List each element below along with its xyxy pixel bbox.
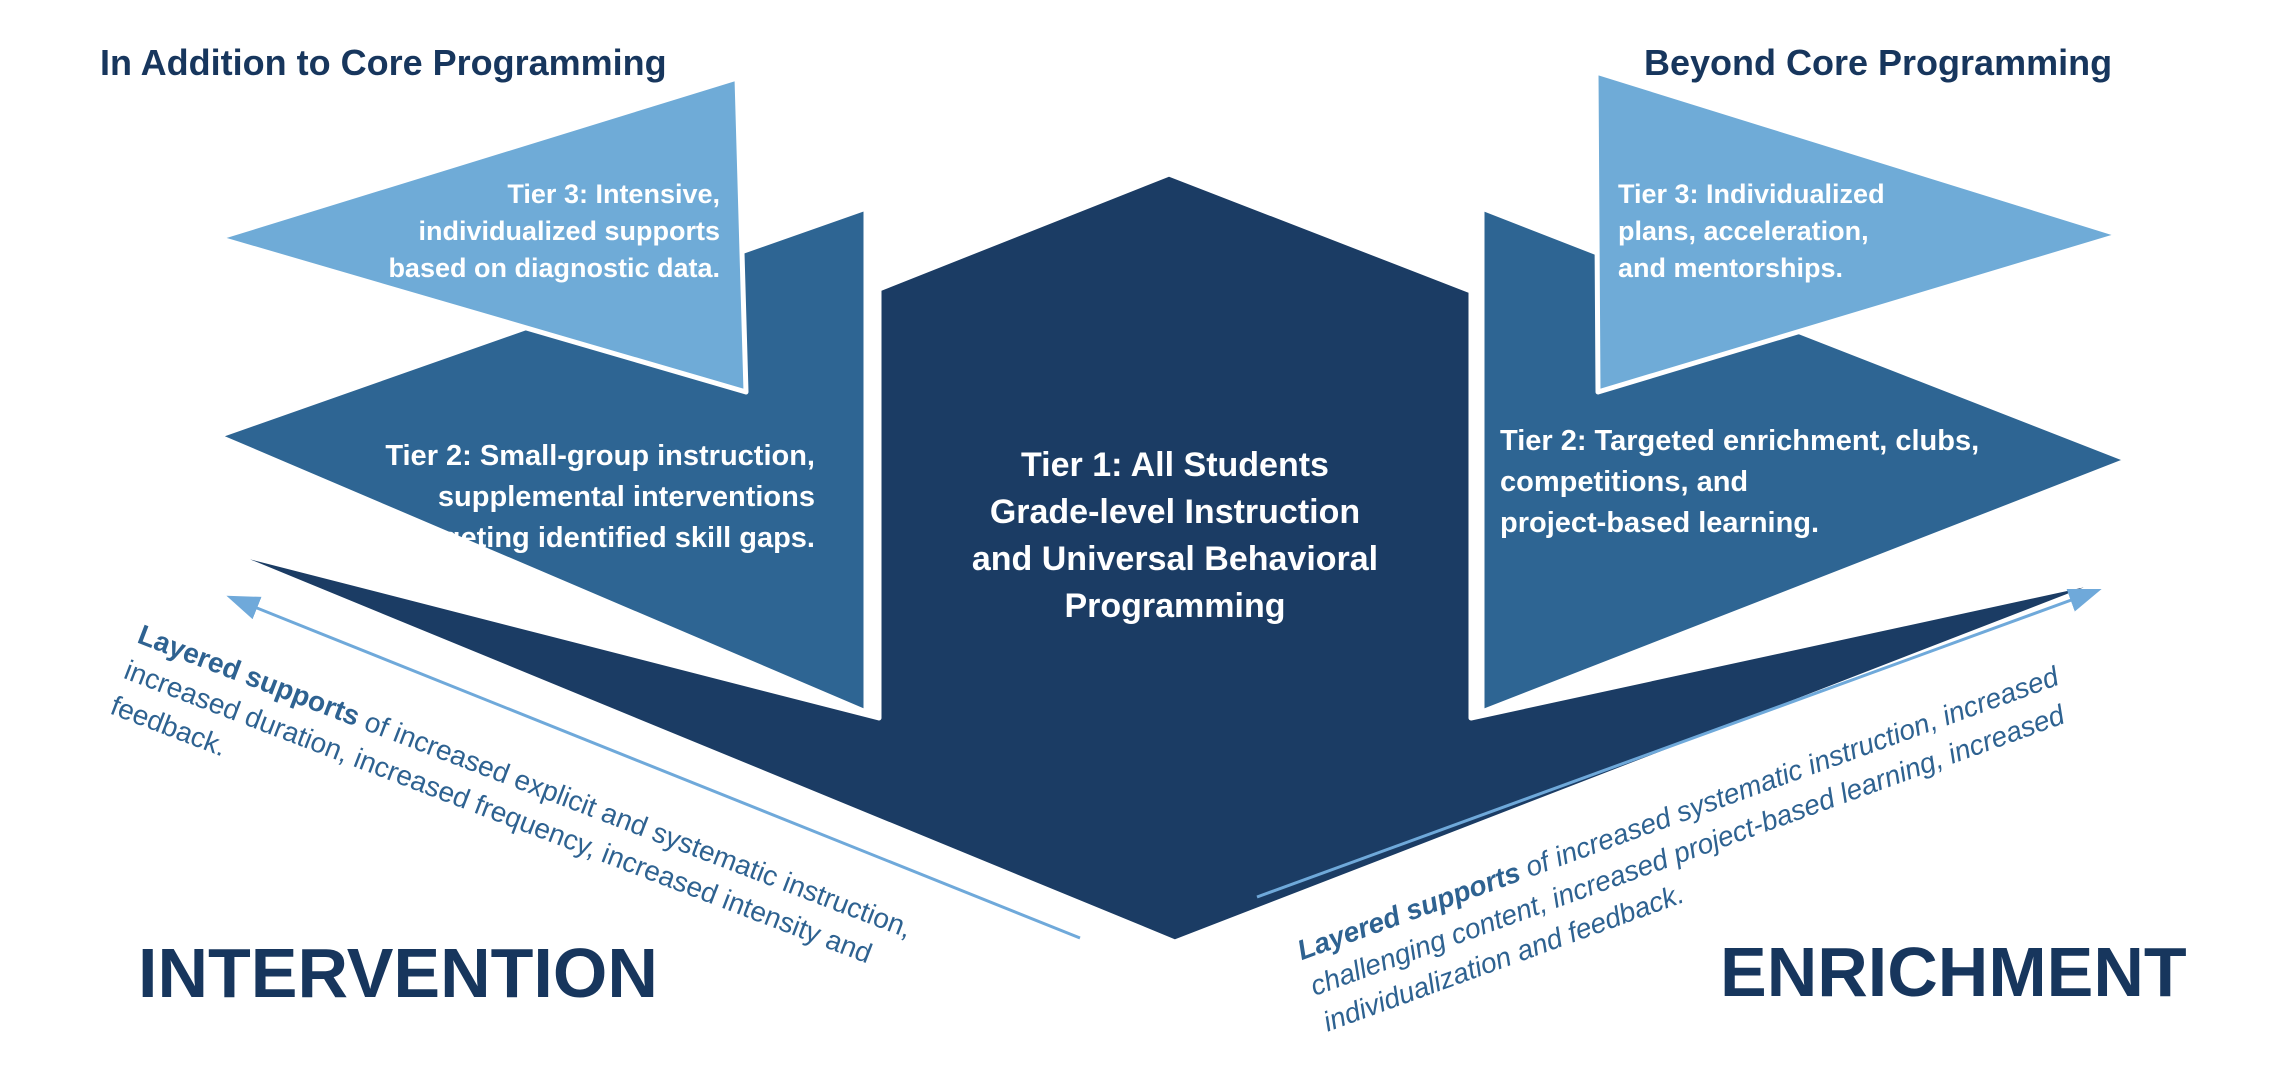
tier1-label: Tier 1: All Students Grade-level Instruc… [971, 446, 1379, 625]
enrichment-footer: ENRICHMENT [1720, 933, 2187, 1011]
intervention-axis-arrow [226, 595, 1081, 940]
enrichment-tier3-arrow-shape [1593, 69, 2123, 395]
enrichment-axis-arrow [1256, 588, 2102, 899]
intervention-tier3-label: Tier 3: Intensive, individualized suppor… [388, 179, 720, 283]
intervention-footer: INTERVENTION [138, 934, 658, 1012]
enrichment-tier2-label: Tier 2: Targeted enrichment, clubs, comp… [1500, 425, 1980, 539]
heading-in-addition-to-core: In Addition to Core Programming [100, 42, 667, 83]
heading-beyond-core: Beyond Core Programming [1644, 42, 2113, 83]
intervention-tier2-label: Tier 2: Small-group instruction, supplem… [385, 440, 815, 554]
tier1-platform-shape [213, 171, 2118, 945]
enrichment-tier3-label: Tier 3: Individualized plans, accelerati… [1618, 179, 1885, 283]
intervention-tier3-arrow-shape [215, 75, 749, 395]
